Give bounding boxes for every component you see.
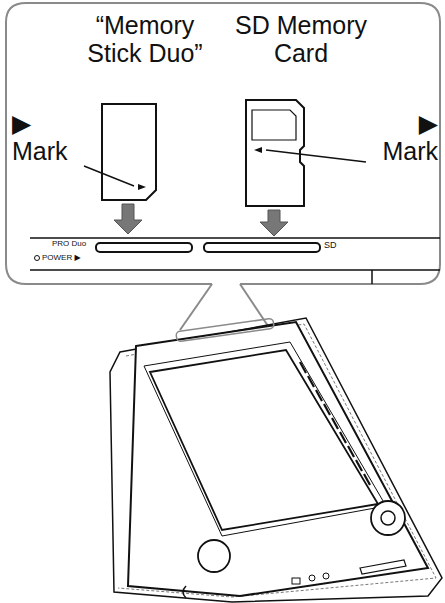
callout-pointer [180, 284, 212, 330]
mark-triangle [254, 147, 262, 153]
device-top-edge [30, 270, 440, 284]
screen-bezel [144, 342, 386, 536]
hinge [183, 586, 186, 598]
leader-line [84, 166, 134, 186]
slot-label: PRO Duo [52, 240, 96, 249]
mark-label: ▶ Mark [364, 110, 438, 165]
side-button [332, 418, 338, 429]
small-button [309, 575, 315, 581]
side-button [308, 376, 314, 387]
slot-label: SD [324, 241, 354, 251]
reader-body [128, 322, 428, 596]
leader-line [266, 150, 366, 162]
volume-button [360, 560, 406, 574]
small-button [323, 573, 329, 579]
insert-arrow [114, 204, 142, 234]
screen [150, 350, 378, 530]
mark-label: ▶ Mark [12, 110, 84, 165]
card-name: “Memory Stick Duo” [70, 12, 220, 67]
page-button [198, 540, 230, 572]
slot-callout-highlight [176, 318, 274, 342]
side-button [300, 362, 306, 373]
side-button [356, 460, 362, 471]
slot-label: POWER ▶ [42, 254, 96, 263]
device-top-edge [30, 237, 440, 239]
side-buttons [300, 362, 370, 485]
memory-stick-slot [96, 243, 192, 252]
callout-outline [6, 3, 440, 284]
sd-slot [204, 243, 320, 252]
card-name: SD Memory Card [226, 12, 376, 67]
sd-card-label-area [252, 110, 296, 140]
direction-pad [371, 501, 405, 535]
cover [110, 318, 442, 602]
direction-pad-center [381, 511, 395, 525]
side-button [364, 474, 370, 485]
insert-arrow [260, 210, 288, 236]
side-button [340, 432, 346, 443]
usb-port [292, 578, 300, 584]
power-led [35, 256, 40, 261]
side-button [348, 446, 354, 457]
side-button [324, 404, 330, 415]
memory-stick-card [102, 104, 156, 200]
side-button [316, 390, 322, 401]
mark-triangle [138, 184, 146, 190]
